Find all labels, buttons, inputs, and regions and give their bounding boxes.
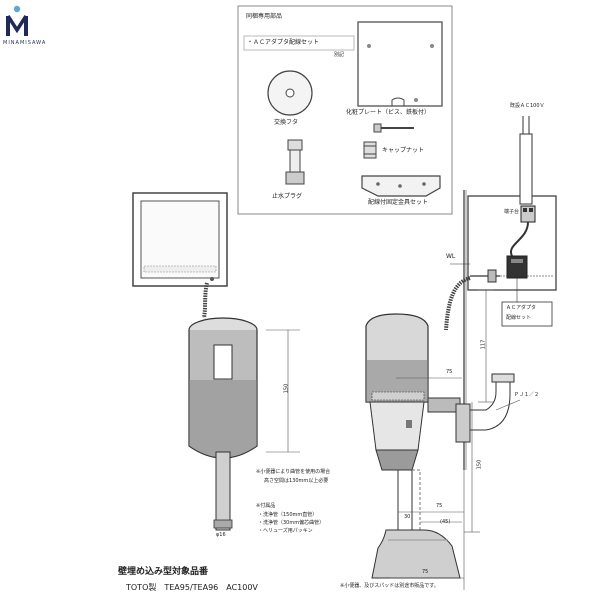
accessories-title: ※付属品 [256,503,276,509]
bend-note-line-1: ※小便器により曲管を使用の場合 [256,469,331,475]
ac-adapter [506,255,528,279]
bracket-part [361,175,441,197]
flush-pipe [371,469,461,579]
left-dimension-lines [266,329,300,453]
dimension-75-bottom: 75 [422,569,429,575]
terminal-label: 端子台 [504,209,520,215]
stop-valve-fitting [427,373,515,443]
dimension-117: 117 [480,339,487,350]
dimension-30: 30 [404,514,411,520]
stop-plug-label: 止水プラグ [272,193,303,200]
dimension-75-mid: 75 [436,503,443,509]
right-valve-body [365,313,429,471]
pj-label: ＰＪ１／２ [514,392,540,398]
ac-adapter-callout [501,301,553,327]
decor-plate-part [357,21,443,107]
accessory-2: ・洗浄管（30mm偏芯曲管） [258,520,325,526]
phi-label: φ16 [216,532,226,538]
decor-plate-label: 化粧プレート（ビス、鉄板付） [346,109,431,116]
ac-adapter-item-label: ・ＡＣアダプタ配線セット [247,39,320,46]
ac-supply-cable [519,116,533,205]
separate-note: 別記 [334,52,345,58]
logo-wordmark: MINAMISAWA [3,40,47,46]
bend-note-line-2: 高さ空間は130mm以上必要 [264,478,329,484]
dimension-150-left: 150 [283,383,290,394]
ac-adapter-set-label-1: ＡＣアダプタ [506,305,537,311]
dimension-150-right: 150 [476,459,483,470]
parts-box-title: 同梱専用部品 [246,13,283,20]
dimension-75-top: 75 [446,369,453,375]
caption-line-2: TOTO製 TEA95/TEA96 AC100V [126,583,258,592]
dimension-45: (45) [440,519,451,525]
stop-plug-part [285,139,305,185]
right-dimension-lines [390,289,521,590]
left-wall-box [132,192,228,287]
existing-ac-label: 既設ＡＣ100Ｖ [510,103,545,109]
caption-line-1: 壁埋め込み型対象品番 [118,567,209,577]
screw-part [373,123,414,133]
bottom-note: ※小便器、及びスパッドは別途市販品です。 [340,583,439,589]
left-valve-body [188,317,258,531]
accessory-1: ・洗浄管（150mm直管） [258,512,318,518]
right-flex-hose [444,276,471,331]
exchange-cap-label: 交換フタ [274,119,299,126]
wiring-bracket-label: 配線付固定金具セット [368,199,429,206]
cap-nut-part [363,141,377,159]
cap-nut-label: キャップナット [382,147,425,154]
left-flex-hose [202,282,209,319]
ac-adapter-set-label-2: 配線セット [506,315,532,321]
accessory-3: ・ヘリューズ用パッキン [258,528,313,534]
adapter-cable [509,221,529,257]
terminal-block [520,205,536,223]
wl-label: WL [446,253,456,260]
exchange-cap-part [267,70,313,116]
brand-logo-mark [6,5,28,36]
